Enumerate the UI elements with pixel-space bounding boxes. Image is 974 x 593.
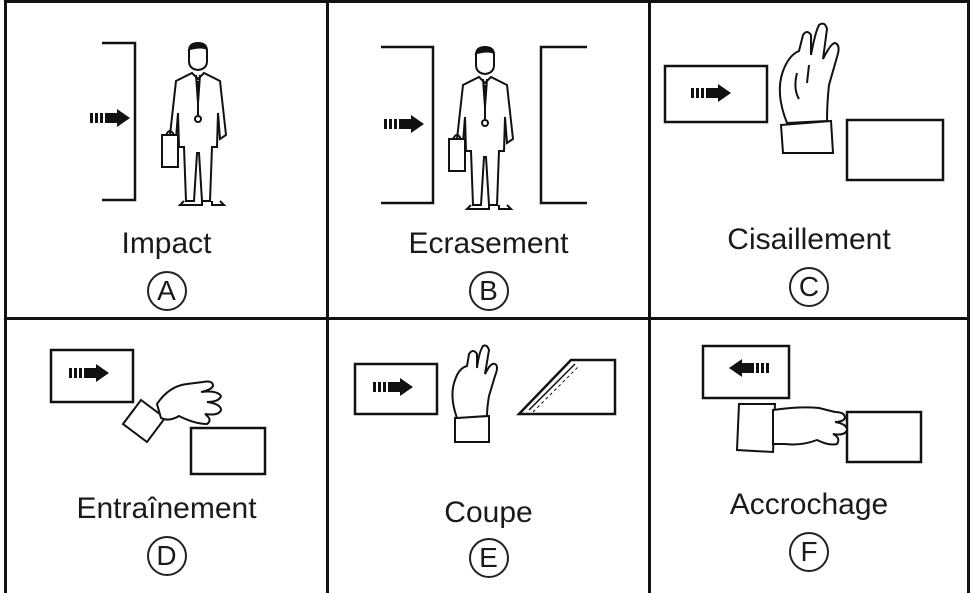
cell-coupe-letter: E	[468, 538, 509, 578]
wall-bracket-left-icon	[381, 45, 435, 205]
cell-ecrasement: Ecrasement B	[329, 3, 648, 317]
arrow-right-icon	[384, 115, 424, 133]
hand-icon	[121, 380, 223, 444]
cell-ecrasement-label: Ecrasement	[408, 227, 569, 260]
cell-cisaillement: Cisaillement C	[651, 3, 967, 317]
arrow-left-icon	[729, 359, 769, 377]
cell-impact-letter: A	[146, 271, 187, 311]
cell-cisaillement-label: Cisaillement	[727, 223, 891, 256]
cell-impact-illustration	[90, 41, 228, 206]
cell-ecrasement-letter: B	[468, 271, 509, 311]
person-icon	[448, 45, 515, 210]
cell-entrainement-letter: D	[146, 536, 187, 576]
cell-entrainement-label: Entraînement	[76, 492, 257, 525]
grid-border-top	[4, 0, 970, 3]
blade-icon	[516, 358, 617, 416]
hand-icon	[735, 403, 849, 454]
cell-ecrasement-illustration	[381, 45, 587, 210]
arrow-right-icon	[90, 109, 130, 127]
cell-coupe-label: Coupe	[444, 496, 533, 529]
fixed-part-box	[189, 426, 267, 476]
hand-icon	[451, 344, 498, 443]
grid-border-right	[967, 0, 970, 593]
arrow-right-icon	[373, 378, 413, 396]
cell-accrochage: Accrochage F	[651, 320, 967, 593]
cell-cisaillement-illustration	[663, 22, 945, 182]
arrow-right-icon	[69, 364, 109, 382]
grid-divider-row	[4, 317, 970, 320]
hand-icon	[778, 22, 840, 154]
cell-impact-label: Impact	[121, 227, 212, 260]
person-icon	[161, 41, 228, 206]
fixed-part-box	[845, 118, 945, 182]
fixed-part-box	[845, 410, 923, 464]
cell-cisaillement-letter: C	[789, 267, 829, 307]
moving-part-box	[49, 348, 135, 404]
grid-divider-col1	[326, 0, 329, 593]
grid-divider-col2	[648, 0, 651, 593]
hazard-diagram-grid: Impact A	[4, 0, 970, 593]
cell-coupe-illustration	[353, 344, 617, 443]
wall-bracket-right-icon	[539, 45, 587, 205]
cell-accrochage-illustration	[701, 344, 923, 464]
cell-entrainement: Entraînement D	[7, 320, 326, 593]
grid-border-left	[4, 0, 7, 593]
cell-coupe: Coupe E	[329, 320, 648, 593]
moving-part-box	[353, 362, 439, 416]
cell-entrainement-illustration	[49, 348, 267, 476]
arrow-right-icon	[691, 84, 731, 102]
cell-accrochage-letter: F	[789, 532, 829, 572]
wall-bracket-icon	[102, 41, 137, 202]
cell-impact: Impact A	[7, 3, 326, 317]
cell-accrochage-label: Accrochage	[729, 488, 889, 521]
